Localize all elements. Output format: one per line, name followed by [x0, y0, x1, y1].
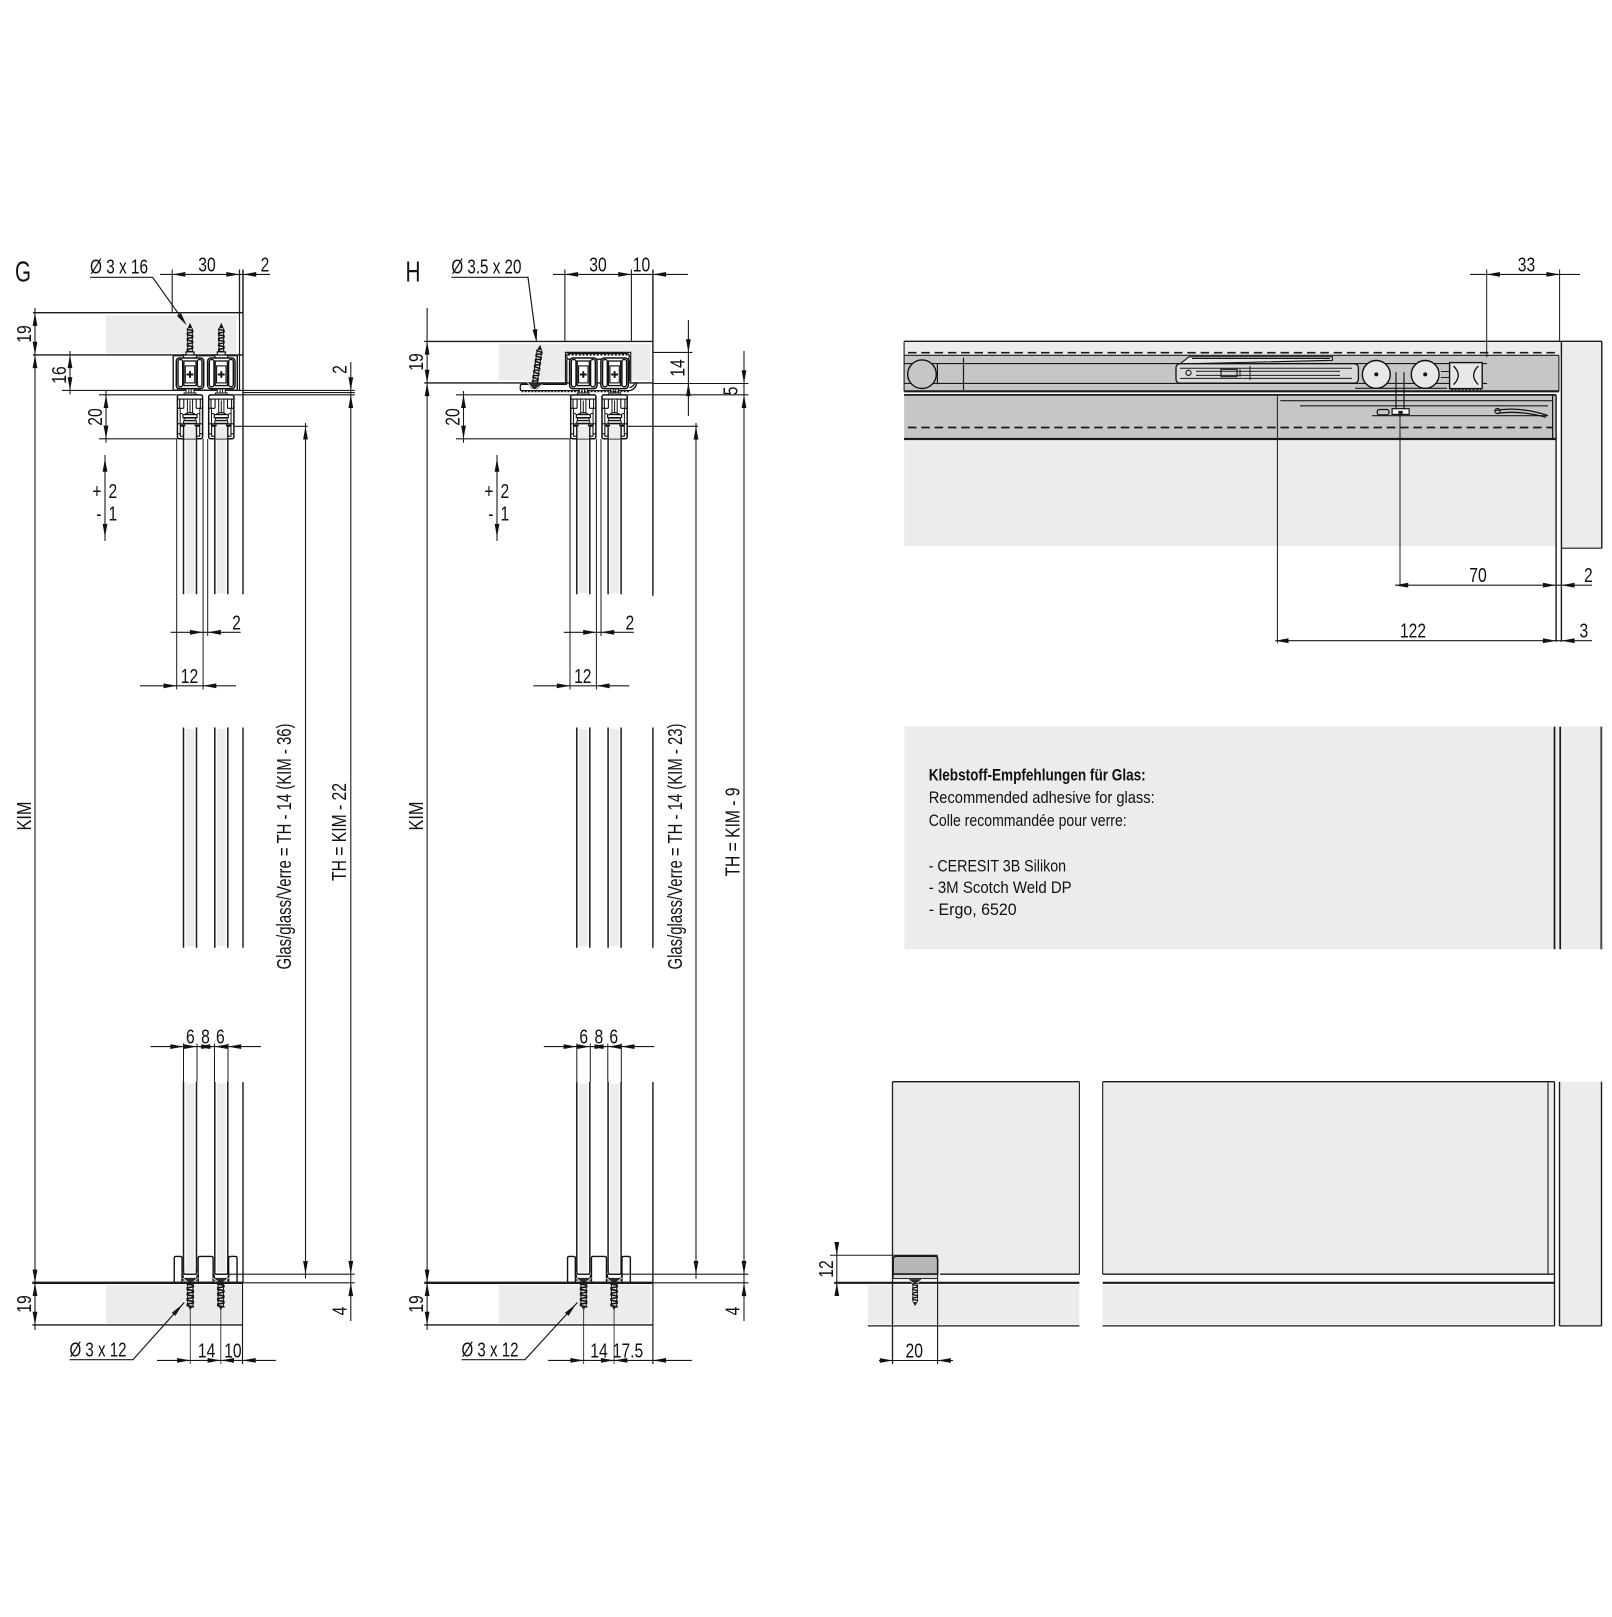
svg-text:2: 2 — [1584, 565, 1593, 587]
svg-text:6: 6 — [186, 1027, 195, 1049]
svg-text:2: 2 — [501, 481, 510, 503]
svg-text:12: 12 — [816, 1260, 838, 1277]
svg-text:3: 3 — [1580, 621, 1589, 643]
svg-text:17.5: 17.5 — [613, 1340, 643, 1362]
svg-text:30: 30 — [589, 255, 606, 277]
svg-text:Ø 3.5 x 20: Ø 3.5 x 20 — [451, 257, 521, 279]
svg-text:Ø 3 x 12: Ø 3 x 12 — [462, 1340, 519, 1362]
svg-text:70: 70 — [1469, 565, 1486, 587]
svg-text:Ø 3 x 12: Ø 3 x 12 — [70, 1340, 127, 1362]
svg-text:1: 1 — [501, 504, 510, 526]
svg-text:TH = KIM - 9: TH = KIM - 9 — [723, 788, 745, 877]
svg-text:-: - — [96, 504, 101, 526]
svg-text:Ø 3 x 16: Ø 3 x 16 — [90, 257, 148, 279]
svg-text:19: 19 — [14, 325, 36, 342]
svg-text:- 3M Scotch Weld DP: - 3M Scotch Weld DP — [929, 878, 1072, 897]
svg-text:14: 14 — [667, 359, 689, 376]
svg-text:19: 19 — [14, 1295, 36, 1312]
svg-text:14: 14 — [198, 1340, 215, 1362]
svg-text:6: 6 — [609, 1027, 618, 1049]
svg-text:6: 6 — [216, 1027, 225, 1049]
svg-text:12: 12 — [574, 666, 591, 688]
svg-text:4: 4 — [723, 1307, 745, 1316]
svg-text:KIM: KIM — [406, 802, 428, 831]
svg-text:12: 12 — [181, 666, 198, 688]
svg-text:2: 2 — [232, 612, 241, 634]
svg-text:122: 122 — [1400, 621, 1426, 643]
svg-text:G: G — [15, 257, 31, 289]
svg-text:20: 20 — [443, 408, 465, 425]
svg-text:8: 8 — [201, 1027, 210, 1049]
svg-text:4: 4 — [330, 1307, 352, 1316]
svg-text:Recommended adhesive for glass: Recommended adhesive for glass: — [929, 788, 1155, 807]
svg-text:KIM: KIM — [14, 802, 36, 831]
svg-text:TH = KIM - 22: TH = KIM - 22 — [329, 783, 351, 881]
svg-text:2: 2 — [330, 365, 352, 374]
svg-text:8: 8 — [594, 1027, 603, 1049]
svg-text:- Ergo, 6520: - Ergo, 6520 — [929, 900, 1017, 919]
svg-text:Glas/glass/Verre = TH - 14 (KI: Glas/glass/Verre = TH - 14 (KIM - 36) — [274, 724, 296, 970]
svg-text:16: 16 — [49, 366, 71, 383]
svg-text:+: + — [484, 481, 493, 503]
svg-text:5: 5 — [721, 387, 743, 396]
svg-text:Glas/glass/Verre = TH - 14 (KI: Glas/glass/Verre = TH - 14 (KIM - 23) — [665, 724, 687, 970]
svg-text:Colle recommandée pour verre:: Colle recommandée pour verre: — [929, 811, 1127, 830]
svg-text:30: 30 — [198, 255, 215, 277]
svg-text:-: - — [488, 504, 493, 526]
svg-text:20: 20 — [85, 408, 107, 425]
svg-text:6: 6 — [579, 1027, 588, 1049]
svg-text:+: + — [92, 481, 101, 503]
svg-text:Klebstoff-Empfehlungen für Gla: Klebstoff-Empfehlungen für Glas: — [929, 765, 1146, 784]
svg-text:2: 2 — [261, 255, 270, 277]
svg-text:H: H — [406, 257, 421, 289]
svg-text:10: 10 — [224, 1340, 241, 1362]
svg-text:2: 2 — [625, 612, 634, 634]
svg-text:- CERESIT 3B Silikon: - CERESIT 3B Silikon — [929, 857, 1066, 876]
svg-text:10: 10 — [633, 255, 650, 277]
svg-text:19: 19 — [406, 353, 428, 370]
svg-text:14: 14 — [590, 1340, 607, 1362]
svg-text:2: 2 — [109, 481, 118, 503]
svg-text:20: 20 — [906, 1341, 923, 1363]
svg-text:19: 19 — [406, 1295, 428, 1312]
svg-text:1: 1 — [109, 504, 118, 526]
svg-text:33: 33 — [1518, 255, 1535, 277]
